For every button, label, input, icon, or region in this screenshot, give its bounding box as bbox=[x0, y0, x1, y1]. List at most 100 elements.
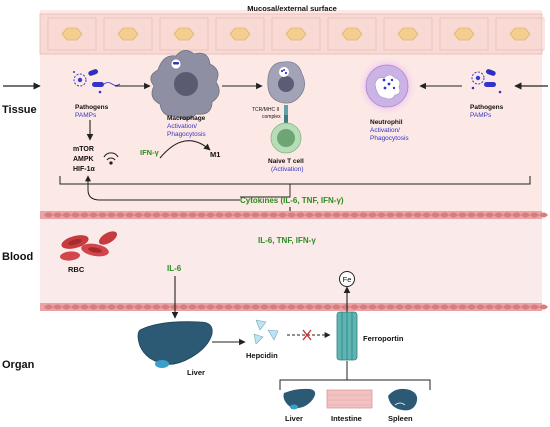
vessel-endothelial-cell bbox=[314, 212, 323, 218]
vessel-endothelial-cell bbox=[188, 304, 197, 310]
vessel-endothelial-cell bbox=[260, 304, 269, 310]
vessel-endothelial-cell bbox=[143, 304, 152, 310]
cytokines-label: Cytokines (IL-6, TNF, IFN-γ) bbox=[240, 196, 344, 205]
vessel-endothelial-cell bbox=[485, 304, 494, 310]
mucosal-surface-label: Mucosal/external surface bbox=[247, 4, 337, 13]
intestine-icon bbox=[326, 389, 373, 409]
section-organ-label: Organ bbox=[2, 359, 35, 371]
vessel-endothelial-cell bbox=[368, 212, 377, 218]
wifi-signal-icon bbox=[103, 152, 119, 165]
vessel-endothelial-cell bbox=[413, 212, 422, 218]
bottom-liver-label: Liver bbox=[285, 414, 303, 423]
intestine-label: Intestine bbox=[331, 414, 362, 423]
vessel-endothelial-cell bbox=[449, 212, 458, 218]
arrow-cytokines-feedback bbox=[85, 175, 240, 201]
vessel-endothelial-cell bbox=[134, 212, 143, 218]
inhibition-x-icon bbox=[302, 329, 312, 341]
vessel-endothelial-cell bbox=[458, 212, 467, 218]
ferroportin-label: Ferroportin bbox=[363, 334, 404, 343]
vessel-endothelial-cell bbox=[44, 304, 53, 310]
vessel-endothelial-cell bbox=[152, 304, 161, 310]
vessel-endothelial-cell bbox=[449, 304, 458, 310]
vessel-endothelial-cell bbox=[503, 304, 512, 310]
vessel-endothelial-cell bbox=[71, 304, 80, 310]
vessel-endothelial-cell bbox=[368, 304, 377, 310]
tcr-mhc-complex-label: complex bbox=[262, 114, 281, 120]
vessel-wall-top bbox=[40, 211, 548, 219]
epithelial-nucleus bbox=[117, 27, 139, 41]
vessel-endothelial-cell bbox=[89, 212, 98, 218]
vessel-endothelial-cell bbox=[278, 212, 287, 218]
epithelial-cells bbox=[47, 17, 545, 51]
vessel-endothelial-cell bbox=[233, 212, 242, 218]
pathogens-left-pamps: PAMPs bbox=[75, 112, 97, 119]
vessel-endothelial-cell bbox=[431, 304, 440, 310]
epithelial-nucleus bbox=[397, 27, 419, 41]
blood-il6-label: IL-6 bbox=[167, 264, 182, 273]
vessel-endothelial-cell bbox=[314, 304, 323, 310]
vessel-endothelial-cell bbox=[377, 212, 386, 218]
vessel-endothelial-cell bbox=[80, 212, 89, 218]
vessel-endothelial-cell bbox=[233, 304, 242, 310]
vessel-endothelial-cell bbox=[242, 304, 251, 310]
vessel-endothelial-cell bbox=[422, 304, 431, 310]
vessel-endothelial-cell bbox=[197, 304, 206, 310]
macrophage-activation: Activation/ bbox=[167, 123, 197, 130]
vessel-endothelial-cell bbox=[251, 304, 260, 310]
spleen-label: Spleen bbox=[388, 414, 413, 423]
macrophage-label: Macrophage bbox=[167, 115, 206, 122]
vessel-endothelial-cell bbox=[341, 304, 350, 310]
mhc-complex-icon bbox=[284, 115, 288, 123]
vessel-endothelial-cell bbox=[494, 212, 503, 218]
iron-circle-icon bbox=[339, 271, 355, 287]
macrophage-cell bbox=[150, 50, 220, 120]
iron-label: Fe bbox=[343, 275, 352, 284]
vessel-endothelial-cell bbox=[215, 304, 224, 310]
epithelial-cell bbox=[103, 17, 153, 51]
vessel-endothelial-cell bbox=[359, 212, 368, 218]
vessel-endothelial-cell bbox=[89, 304, 98, 310]
vessel-endothelial-cell bbox=[98, 212, 107, 218]
epithelial-cell bbox=[215, 17, 265, 51]
vessel-endothelial-cell bbox=[440, 212, 449, 218]
epithelial-cell bbox=[495, 17, 545, 51]
epithelial-nucleus bbox=[229, 27, 251, 41]
vessel-endothelial-cell bbox=[152, 212, 161, 218]
vessel-endothelial-cell bbox=[467, 212, 476, 218]
vessel-endothelial-cell bbox=[269, 212, 278, 218]
vessel-endothelial-cell bbox=[521, 212, 530, 218]
vessel-endothelial-cell bbox=[179, 212, 188, 218]
liver-label: Liver bbox=[187, 368, 205, 377]
naive-t-cell-activation: (Activation) bbox=[271, 166, 304, 173]
m1-label: M1 bbox=[210, 150, 220, 159]
vessel-endothelial-cell bbox=[71, 212, 80, 218]
section-tissue-label: Tissue bbox=[2, 104, 37, 116]
vessel-endothelial-cell bbox=[476, 304, 485, 310]
vessel-endothelial-cell bbox=[278, 304, 287, 310]
arrow-macrophage-to-m1 bbox=[159, 140, 211, 159]
vessel-endothelial-cell bbox=[323, 212, 332, 218]
signaling-ampk: AMPK bbox=[73, 156, 94, 163]
vessel-endothelial-cell bbox=[179, 304, 188, 310]
vessel-endothelial-cell bbox=[539, 304, 548, 310]
macrophage-phagocytosis: Phagocytosis bbox=[167, 131, 206, 138]
rbc-cluster bbox=[60, 231, 118, 261]
vessel-endothelial-cell bbox=[62, 212, 71, 218]
tcr-receptor-icon bbox=[284, 105, 288, 115]
epithelial-cell bbox=[327, 17, 377, 51]
liver-icon bbox=[137, 321, 213, 368]
ferroportin-channel bbox=[336, 311, 358, 361]
vessel-endothelial-cell bbox=[350, 304, 359, 310]
epithelial-cell bbox=[47, 17, 97, 51]
hepcidin-icon bbox=[253, 319, 279, 345]
vessel-endothelial-cell bbox=[224, 212, 233, 218]
epithelial-cell bbox=[383, 17, 433, 51]
vessel-endothelial-cell bbox=[350, 212, 359, 218]
vessel-endothelial-cell bbox=[323, 304, 332, 310]
vessel-endothelial-cell bbox=[116, 212, 125, 218]
neutrophil-label: Neutrophil bbox=[370, 119, 403, 126]
vessel-endothelial-cell bbox=[62, 304, 71, 310]
vessel-endothelial-cell bbox=[458, 304, 467, 310]
vessel-endothelial-cell bbox=[107, 304, 116, 310]
vessel-endothelial-cell bbox=[287, 212, 296, 218]
